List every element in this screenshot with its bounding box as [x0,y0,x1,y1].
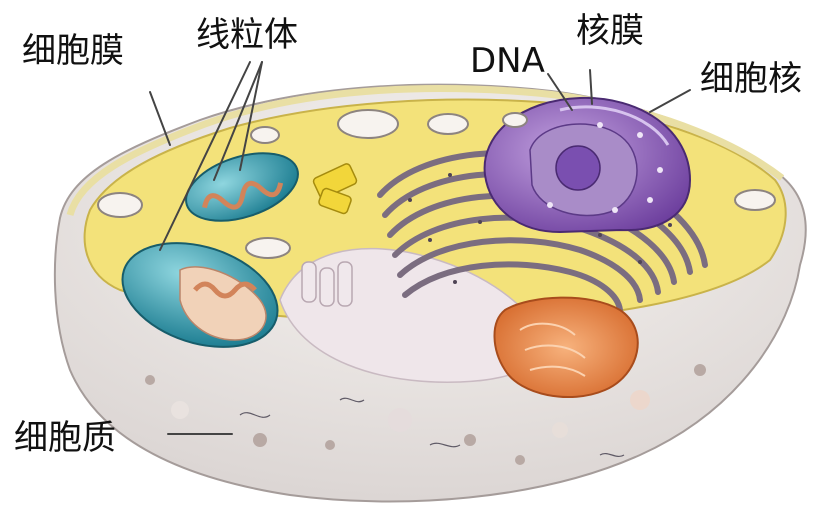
label-dna: DNA [470,44,545,78]
nucleolus [556,146,600,190]
label-nucleus: 细胞核 [700,62,802,96]
label-mitochondria: 线粒体 [196,18,298,52]
label-cell-membrane: 细胞膜 [22,34,124,68]
label-nuclear-membrane: 核膜 [576,14,644,48]
label-cytoplasm: 细胞质 [14,421,116,455]
